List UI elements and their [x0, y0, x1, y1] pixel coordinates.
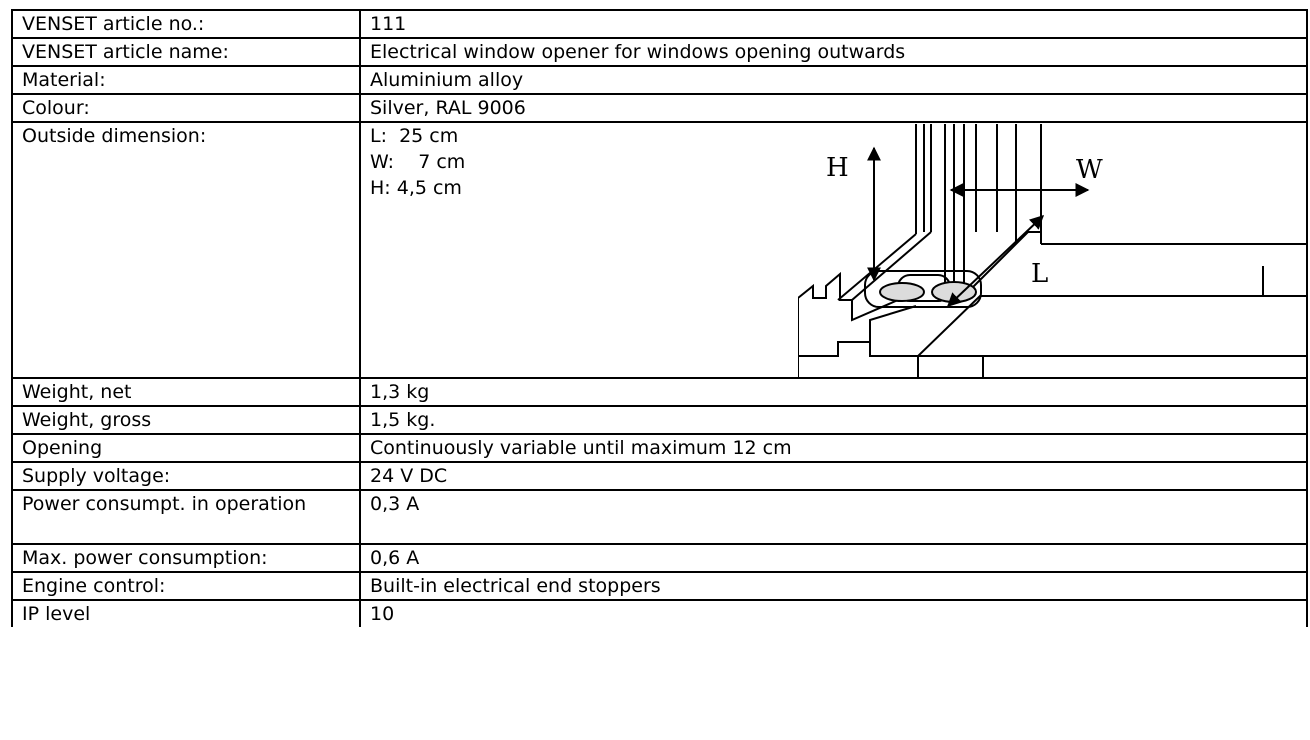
window-opener-illustration: H W L	[798, 124, 1305, 376]
row-ip-level: IP level 10	[11, 599, 1308, 627]
row-label: Colour:	[11, 93, 361, 123]
h-label: H	[826, 153, 849, 183]
row-label: Weight, gross	[11, 405, 361, 435]
row-label: IP level	[11, 599, 361, 627]
row-article-name: VENSET article name: Electrical window o…	[11, 37, 1308, 67]
row-opening: Opening Continuously variable until maxi…	[11, 433, 1308, 463]
row-weight-net: Weight, net 1,3 kg	[11, 377, 1308, 407]
dimension-width: W: 7 cm	[370, 151, 466, 173]
row-outside-dimension: Outside dimension: L: 25 cm W: 7 cm H: 4…	[11, 121, 1308, 379]
row-article-no: VENSET article no.: 111	[11, 9, 1308, 39]
row-value: 10	[359, 599, 1308, 627]
row-value: 1,3 kg	[359, 377, 1308, 407]
row-max-power: Max. power consumption: 0,6 A	[11, 543, 1308, 573]
row-label: Engine control:	[11, 571, 361, 601]
row-value: 111	[359, 9, 1308, 39]
w-label: W	[1076, 155, 1103, 185]
row-value: Electrical window opener for windows ope…	[359, 37, 1308, 67]
dimension-height: H: 4,5 cm	[370, 177, 462, 199]
row-value: 24 V DC	[359, 461, 1308, 491]
row-value: 0,6 A	[359, 543, 1308, 573]
row-supply-voltage: Supply voltage: 24 V DC	[11, 461, 1308, 491]
row-colour: Colour: Silver, RAL 9006	[11, 93, 1308, 123]
dimension-length: L: 25 cm	[370, 125, 459, 147]
row-label: VENSET article name:	[11, 37, 361, 67]
row-engine-control: Engine control: Built-in electrical end …	[11, 571, 1308, 601]
row-weight-gross: Weight, gross 1,5 kg.	[11, 405, 1308, 435]
row-value: Aluminium alloy	[359, 65, 1308, 95]
row-label: Weight, net	[11, 377, 361, 407]
row-label: VENSET article no.:	[11, 9, 361, 39]
row-label: Material:	[11, 65, 361, 95]
spec-table: VENSET article no.: 111 VENSET article n…	[11, 9, 1308, 627]
row-label: Power consumpt. in operation	[11, 489, 361, 545]
row-value: 0,3 A	[359, 489, 1308, 545]
row-label: Supply voltage:	[11, 461, 361, 491]
row-power-consumption: Power consumpt. in operation 0,3 A	[11, 489, 1308, 545]
row-label: Outside dimension:	[11, 121, 361, 379]
row-value: Silver, RAL 9006	[359, 93, 1308, 123]
row-label: Max. power consumption:	[11, 543, 361, 573]
row-value: L: 25 cm W: 7 cm H: 4,5 cm	[359, 121, 1308, 379]
row-value: Built-in electrical end stoppers	[359, 571, 1308, 601]
l-label: L	[1031, 259, 1048, 289]
row-label: Opening	[11, 433, 361, 463]
row-material: Material: Aluminium alloy	[11, 65, 1308, 95]
row-value: Continuously variable until maximum 12 c…	[359, 433, 1308, 463]
row-value: 1,5 kg.	[359, 405, 1308, 435]
